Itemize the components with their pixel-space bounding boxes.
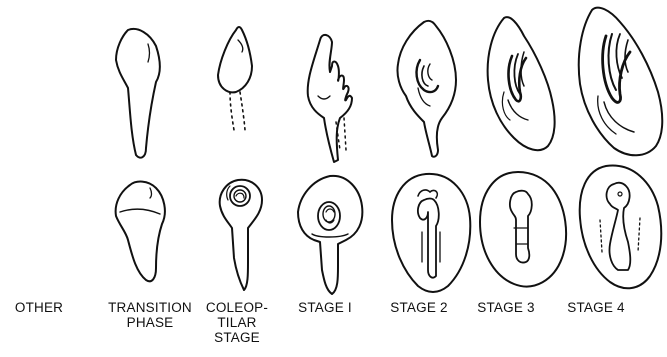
stage2-front-view (392, 174, 470, 292)
label-coleoptilar-stage: COLEOP- TILAR STAGE (196, 300, 278, 345)
coleoptilar-side-view (218, 27, 252, 130)
transition-front-view (116, 182, 165, 282)
label-transition-phase: TRANSITION PHASE (108, 300, 192, 330)
transition-side-view (116, 29, 160, 158)
label-stage-1: STAGE I (288, 300, 362, 315)
stage2-side-view (397, 21, 456, 157)
stage4-side-view (579, 8, 663, 156)
label-stage-3: STAGE 3 (470, 300, 542, 315)
stage1-side-view (308, 35, 352, 162)
coleoptilar-front-view (220, 180, 262, 290)
label-other: OTHER (8, 300, 70, 315)
stage4-front-view (580, 166, 662, 289)
stage1-front-view (298, 176, 362, 294)
stage3-front-view (480, 172, 566, 286)
stage3-side-view (488, 17, 555, 150)
label-stage-2: STAGE 2 (384, 300, 454, 315)
label-stage-4: STAGE 4 (560, 300, 632, 315)
